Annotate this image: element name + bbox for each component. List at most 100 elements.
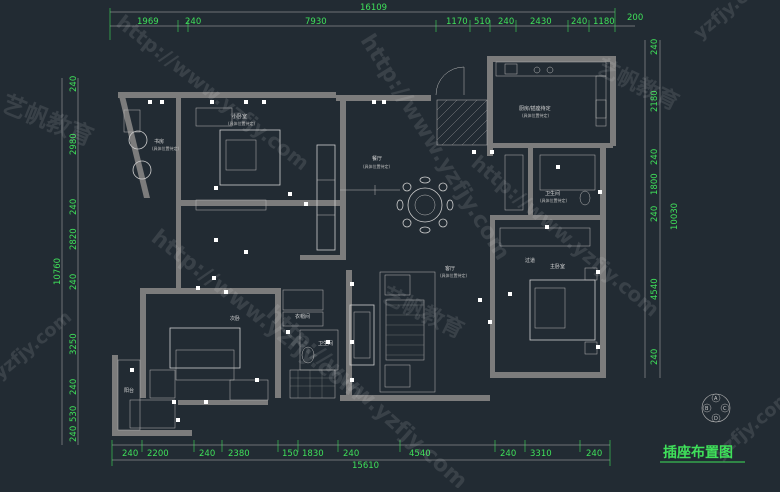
bottom-dim-5: 150: [282, 449, 298, 459]
legend-compass: A B C D: [701, 393, 731, 423]
top-overall-dim: 16109: [360, 3, 387, 13]
socket-symbol: [214, 186, 218, 190]
socket-symbol: [490, 150, 494, 154]
room-label-hallway: 过道: [525, 257, 535, 264]
right-dimension-lines: 240 2180 240 1800 240 4540 240 10030: [644, 39, 680, 378]
socket-symbol: [148, 100, 152, 104]
socket-symbol: [286, 330, 290, 334]
room-sublabel-dining: (具体位置待定): [363, 163, 391, 169]
socket-symbol: [545, 225, 549, 229]
right-dim-7: 240: [650, 349, 660, 365]
socket-symbol: [598, 190, 602, 194]
room-label-balcony: 阳台: [124, 387, 134, 394]
top-dim-7: 2430: [530, 17, 552, 27]
legend-letter-c: C: [723, 406, 727, 412]
room-sublabel-living: (具体位置待定): [440, 272, 468, 278]
socket-symbol: [214, 238, 218, 242]
bottom-dim-3: 240: [199, 449, 215, 459]
top-dim-3: 7930: [305, 17, 327, 27]
left-dim-6: 3250: [69, 333, 79, 355]
left-dimension-lines: 10760 240 2980 240 2820 240 3250 240 530…: [53, 76, 79, 445]
socket-symbol: [556, 165, 560, 169]
socket-symbol: [262, 100, 266, 104]
watermark-url-2: yzfjy.com: [0, 307, 76, 384]
legend-letter-b: B: [705, 406, 709, 412]
room-label-dining: 餐厅: [372, 155, 382, 162]
socket-symbol: [204, 400, 208, 404]
room-label-bathroom-2: 卫生间: [318, 340, 333, 347]
room-sublabel-bathroom: (具体位置待定): [540, 197, 568, 203]
watermark-brand-3: 艺帆教育: [377, 282, 468, 344]
top-dim-6: 240: [498, 17, 514, 27]
bottom-dim-6: 1830: [302, 449, 324, 459]
left-dim-1: 240: [69, 76, 79, 92]
socket-markers: [130, 100, 602, 422]
socket-symbol: [478, 298, 482, 302]
right-dim-3: 240: [650, 149, 660, 165]
left-dim-7: 240: [69, 379, 79, 395]
top-dimension-lines: 16109 1969 240 7930 1170 510 240 2430 24…: [109, 3, 643, 40]
bottom-dim-2: 2200: [147, 449, 169, 459]
top-dim-5: 510: [474, 17, 490, 27]
room-labels: 书房 (具体位置待定) 小卧室 (具体位置待定) 厨房/插座待定 (具体位置待定…: [124, 105, 568, 394]
socket-symbol: [244, 100, 248, 104]
socket-symbol: [596, 345, 600, 349]
top-dim-1: 1969: [137, 17, 159, 27]
left-dim-9: 240: [69, 426, 79, 442]
room-label-closet: 衣帽间: [295, 313, 310, 320]
right-dim-6: 4540: [650, 278, 660, 300]
socket-symbol: [372, 100, 376, 104]
socket-symbol: [326, 340, 330, 344]
socket-symbol: [130, 368, 134, 372]
top-dim-extra: 200: [627, 13, 643, 23]
title-block: 插座布置图: [660, 444, 745, 463]
room-label-master-bedroom: 主卧室: [550, 263, 565, 270]
socket-symbol: [172, 400, 176, 404]
socket-symbol: [304, 202, 308, 206]
watermark-brand-1: 艺帆教育: [0, 90, 97, 152]
room-label-second-bedroom: 次卧: [230, 315, 240, 322]
bottom-dim-4: 2380: [228, 449, 250, 459]
room-label-bathroom: 卫生间: [545, 190, 560, 197]
socket-symbol: [596, 270, 600, 274]
drawing-title: 插座布置图: [663, 444, 733, 461]
bottom-dim-7: 240: [343, 449, 359, 459]
left-overall-dim: 10760: [53, 258, 63, 285]
bottom-dim-1: 240: [122, 449, 138, 459]
legend-letter-a: A: [714, 396, 718, 402]
room-sublabel-small-bedroom: (具体位置待定): [228, 120, 256, 126]
room-label-kitchen: 厨房/插座待定: [519, 105, 551, 112]
legend-letter-d: D: [714, 416, 718, 422]
room-label-study: 书房: [154, 138, 164, 145]
furniture: [117, 61, 607, 431]
socket-symbol: [196, 286, 200, 290]
bottom-dim-9: 240: [500, 449, 516, 459]
room-sublabel-study: (具体位置待定): [152, 145, 180, 151]
watermark-url-1: yzfjy.com: [690, 0, 776, 44]
top-dim-8: 240: [571, 17, 587, 27]
left-dim-5: 240: [69, 274, 79, 290]
left-dim-3: 240: [69, 199, 79, 215]
walls: [112, 56, 616, 436]
top-dim-9: 1180: [593, 17, 615, 27]
socket-symbol: [160, 100, 164, 104]
left-dim-2: 2980: [69, 133, 79, 155]
socket-symbol: [488, 320, 492, 324]
right-dim-5: 240: [650, 206, 660, 222]
socket-symbol: [210, 100, 214, 104]
room-label-living: 客厅: [445, 265, 455, 272]
socket-symbol: [350, 282, 354, 286]
right-dim-2: 2180: [650, 90, 660, 112]
bottom-dim-10: 3310: [530, 449, 552, 459]
right-overall-dim: 10030: [670, 203, 680, 230]
socket-symbol: [508, 292, 512, 296]
bottom-dimension-lines: 240 2200 240 2380 150 1830 240 4540 240 …: [111, 440, 611, 471]
bottom-dim-8: 4540: [409, 449, 431, 459]
socket-symbol: [244, 250, 248, 254]
socket-symbol: [255, 378, 259, 382]
bottom-overall-dim: 15610: [352, 461, 379, 471]
top-dim-2: 240: [185, 17, 201, 27]
socket-symbol: [288, 192, 292, 196]
